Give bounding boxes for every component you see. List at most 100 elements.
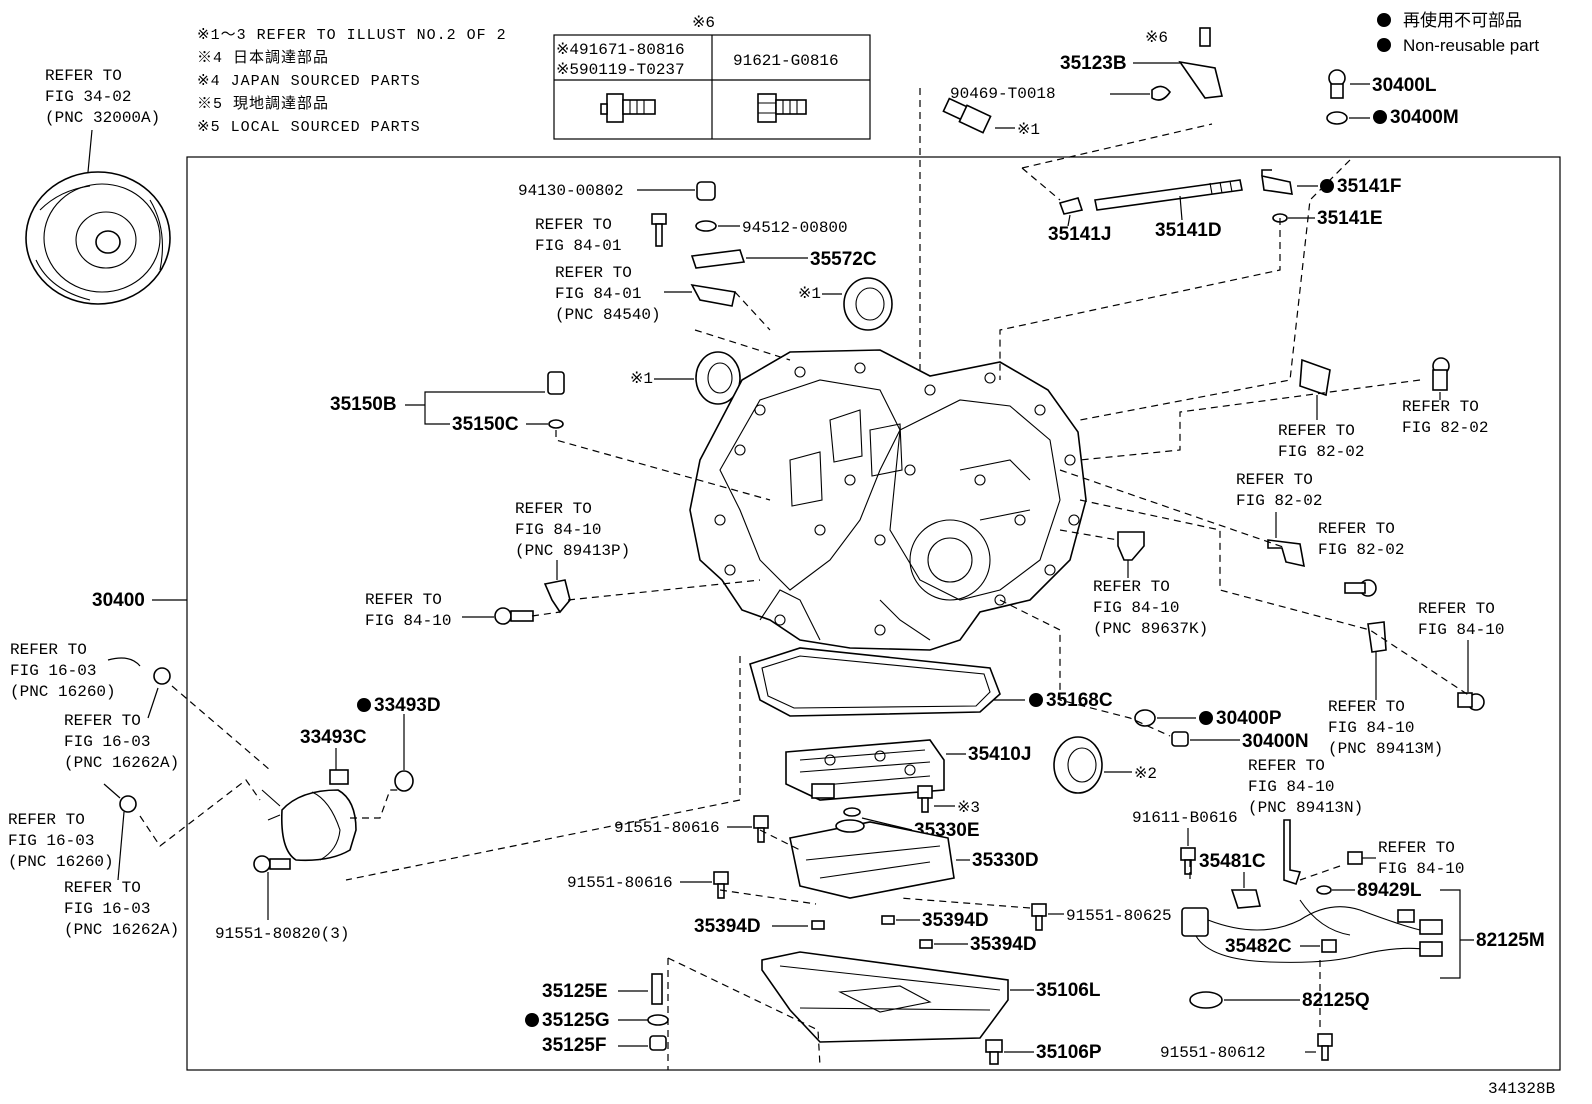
svg-text:REFER TO: REFER TO [10, 641, 87, 659]
note-2: ※4 日本調達部品 [197, 49, 329, 67]
oil-strainer-drawing [789, 819, 955, 899]
sensor-icon [543, 579, 571, 614]
svg-text:(PNC 16260): (PNC 16260) [8, 853, 114, 871]
label-35106L: 35106L [1036, 980, 1101, 1001]
label-30400L: 30400L [1372, 75, 1437, 96]
label-94130: 94130-00802 [518, 182, 624, 200]
bracket-icon [1299, 358, 1331, 397]
label-91551-80820: 91551-80820(3) [215, 925, 349, 943]
svg-text:FIG 84-01: FIG 84-01 [535, 237, 621, 255]
sensor-icon [1367, 621, 1387, 653]
svg-text:(PNC 32000A): (PNC 32000A) [45, 109, 160, 127]
label-35141J: 35141J [1048, 224, 1111, 245]
label-35330D: 35330D [972, 850, 1039, 871]
svg-text:(PNC 89413P): (PNC 89413P) [515, 542, 630, 560]
svg-text:FIG 84-10: FIG 84-10 [1248, 778, 1334, 796]
svg-text:(PNC 16262A): (PNC 16262A) [64, 754, 179, 772]
gasket-icon [1134, 709, 1156, 727]
label-91551-80612: 91551-80612 [1160, 1044, 1266, 1062]
svg-text:FIG 82-02: FIG 82-02 [1278, 443, 1364, 461]
svg-text:FIG 84-10: FIG 84-10 [1328, 719, 1414, 737]
label-35150C: 35150C [452, 414, 519, 435]
svg-text:REFER TO: REFER TO [64, 879, 141, 897]
diagram-id: 341328B [1488, 1080, 1555, 1098]
washer-icon [695, 220, 717, 232]
bolt-icon [1031, 903, 1047, 917]
label-35125E: 35125E [542, 981, 608, 1002]
non-reusable-icon [357, 698, 371, 712]
svg-text:FIG 34-02: FIG 34-02 [45, 88, 131, 106]
svg-text:FIG 82-02: FIG 82-02 [1318, 541, 1404, 559]
note-5: ※5 LOCAL SOURCED PARTS [197, 119, 421, 136]
torque-converter-ref: REFER TO FIG 34-02 (PNC 32000A) [45, 67, 160, 173]
plug-icon [985, 1039, 1003, 1053]
o-ring-icon [843, 807, 861, 817]
label-35125G: 35125G [542, 1010, 610, 1031]
sensor-icon [1283, 819, 1302, 886]
sensor-icon [1117, 531, 1145, 561]
magnet-icon [811, 920, 825, 930]
table-left-line1: ※491671-80816 [556, 41, 685, 59]
sleeve-icon [1058, 197, 1084, 215]
svg-text:REFER TO: REFER TO [555, 264, 632, 282]
label-30400M: 30400M [1390, 107, 1459, 128]
svg-text:FIG 82-02: FIG 82-02 [1402, 419, 1488, 437]
label-94512: 94512-00800 [742, 219, 848, 237]
bolt-icon [253, 855, 271, 873]
mark-6a: ※6 [1145, 29, 1168, 47]
plate-icon [690, 249, 746, 269]
label-30400: 30400 [92, 590, 145, 611]
o-ring-icon [548, 419, 564, 429]
svg-text:REFER TO: REFER TO [1236, 471, 1313, 489]
non-reusable-icon [1029, 693, 1043, 707]
svg-text:REFER TO: REFER TO [45, 67, 122, 85]
label-35125F: 35125F [542, 1035, 606, 1056]
mark-3: ※3 [957, 799, 980, 817]
label-35150B: 35150B [330, 394, 397, 415]
svg-text:REFER TO: REFER TO [515, 500, 592, 518]
label-35141E: 35141E [1317, 208, 1383, 229]
label-35394Da: 35394D [694, 916, 761, 937]
magnet-icon [881, 915, 895, 925]
clip-icon [1230, 889, 1262, 909]
assembly-frame [186, 156, 1561, 1071]
non-reusable-icon [1377, 13, 1391, 27]
pipe-icon [651, 973, 663, 1005]
bolt-icon [494, 607, 512, 625]
nut-icon [696, 181, 716, 201]
label-35106P: 35106P [1036, 1042, 1102, 1063]
lever-icon [690, 283, 736, 307]
mark-1c: ※1 [630, 370, 653, 388]
bolt-icon [942, 97, 992, 134]
label-35482C: 35482C [1225, 936, 1292, 957]
elbow-icon [1261, 169, 1293, 195]
label-91551-80616b: 91551-80616 [567, 874, 673, 892]
note-4: ※5 現地調達部品 [197, 95, 329, 113]
svg-text:FIG 84-10: FIG 84-10 [1093, 599, 1179, 617]
label-33493D: 33493D [374, 695, 441, 716]
svg-text:FIG 16-03: FIG 16-03 [10, 662, 96, 680]
label-35410J: 35410J [968, 744, 1031, 765]
flange-bolt-icon [600, 93, 656, 123]
mark-1a: ※1 [1017, 121, 1040, 139]
plug-icon [1171, 731, 1189, 747]
svg-text:REFER TO: REFER TO [1093, 578, 1170, 596]
svg-text:FIG 84-10: FIG 84-10 [515, 521, 601, 539]
label-90469: 90469-T0018 [950, 85, 1056, 103]
legend-en: Non-reusable part [1403, 36, 1539, 55]
svg-text:(PNC 16260): (PNC 16260) [10, 683, 116, 701]
svg-text:REFER TO: REFER TO [1328, 698, 1405, 716]
svg-text:FIG 84-10: FIG 84-10 [365, 612, 451, 630]
non-reusable-icon [525, 1013, 539, 1027]
label-30400P: 30400P [1216, 708, 1282, 729]
notes-block: ※1～3 REFER TO ILLUST NO.2 OF 2 ※4 日本調達部品… [197, 27, 506, 136]
hose-clamp-icon [119, 795, 137, 813]
svg-text:REFER TO: REFER TO [1402, 398, 1479, 416]
bolt-icon [1180, 847, 1196, 861]
mark-2: ※2 [1134, 765, 1157, 783]
bolt-table: ※6 ※491671-80816 ※590119-T0237 91621-G08… [553, 14, 871, 140]
svg-text:REFER TO: REFER TO [1418, 600, 1495, 618]
svg-text:(PNC 89637K): (PNC 89637K) [1093, 620, 1208, 638]
